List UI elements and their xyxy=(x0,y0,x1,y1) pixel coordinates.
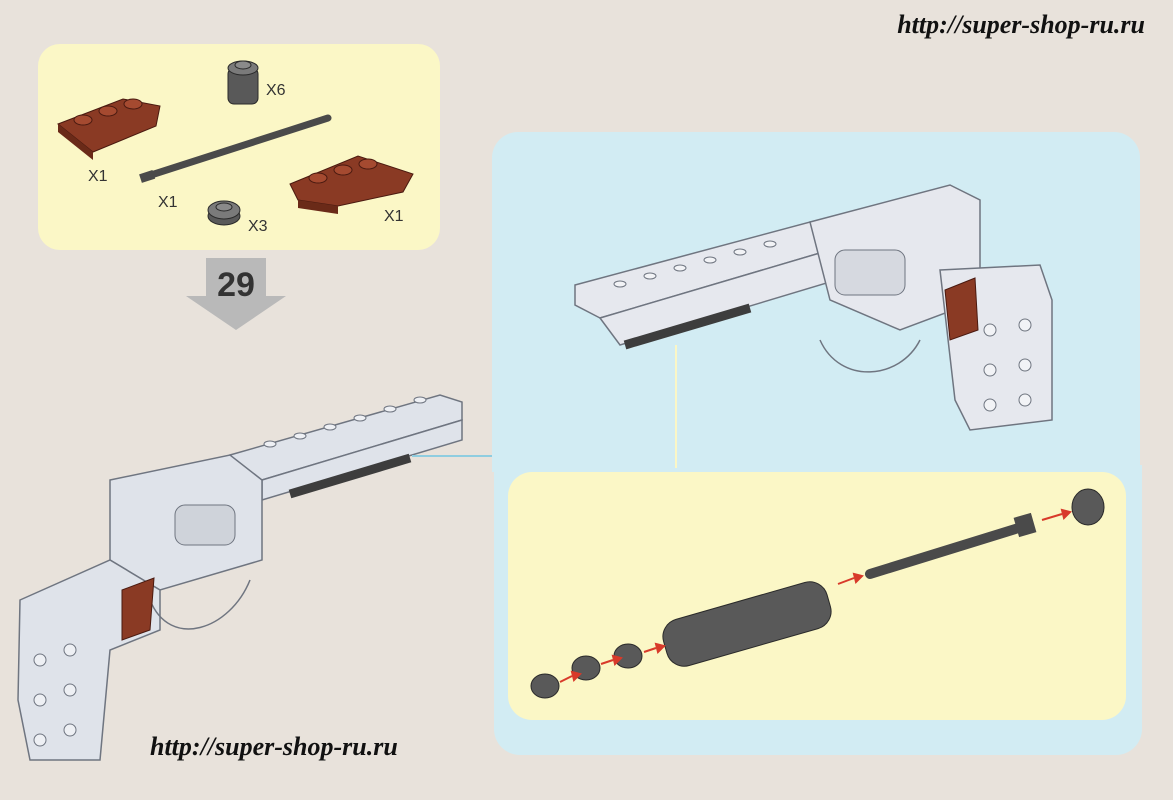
watermark-url-bottom: http://super-shop-ru.ru xyxy=(150,732,398,761)
exploded-bar-assembly xyxy=(530,488,1105,699)
qty-wedge-right: X1 xyxy=(384,208,404,225)
parts-list-panel: X1 X6 X1 X3 X1 xyxy=(38,44,440,250)
step-arrow-icon xyxy=(186,258,286,330)
wedge-plate-right-icon xyxy=(289,155,414,214)
qty-round-plate: X3 xyxy=(248,218,268,235)
qty-wedge-left: X1 xyxy=(88,168,108,185)
round-brick-icon xyxy=(227,60,259,105)
qty-round-brick: X6 xyxy=(266,82,286,99)
step-number: 29 xyxy=(217,266,255,304)
bar-axle-icon xyxy=(139,114,332,183)
parts-illustration xyxy=(57,60,414,226)
qty-bar: X1 xyxy=(158,194,178,211)
round-plate-icon xyxy=(207,200,241,226)
wedge-plate-left-icon xyxy=(57,98,161,160)
watermark-url-top: http://super-shop-ru.ru xyxy=(897,10,1145,39)
